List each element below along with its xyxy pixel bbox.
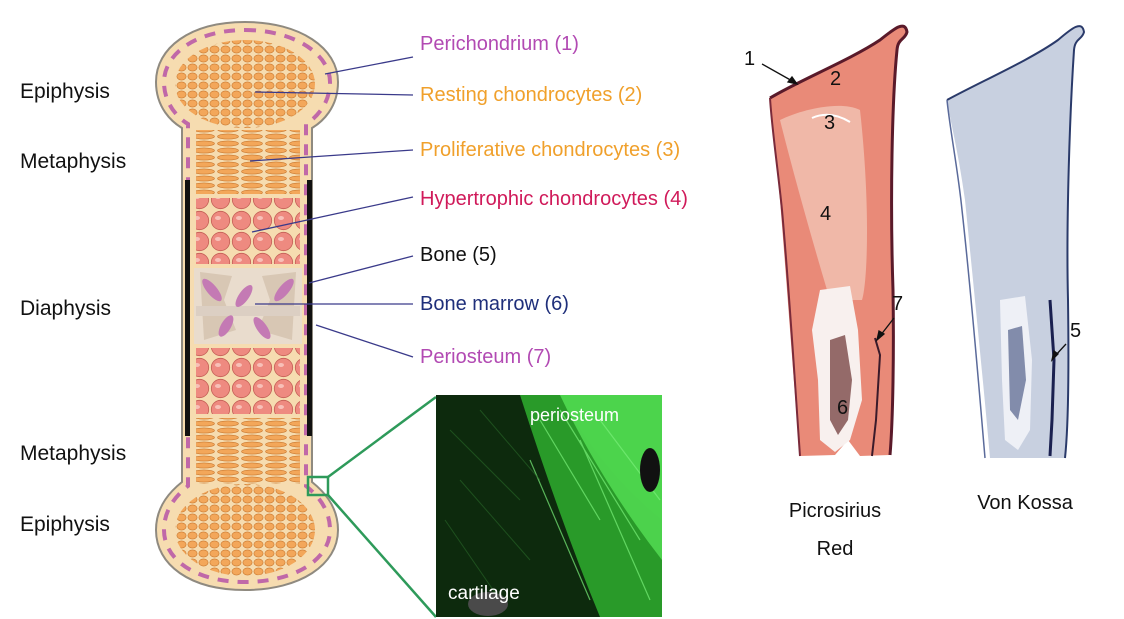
histology-number-5: 5 (1070, 320, 1081, 343)
label-proliferative-chondrocytes: Proliferative chondrocytes (3) (420, 139, 680, 162)
caption-picrosirius-red: Picrosirius Red (770, 492, 900, 568)
histology-number-1: 1 (744, 48, 755, 71)
inset-label-cartilage: cartilage (448, 583, 520, 605)
inset-label-periosteum: periosteum (530, 405, 619, 426)
label-perichondrium: Perichondrium (1) (420, 33, 579, 56)
label-bone: Bone (5) (420, 244, 497, 267)
caption-von-kossa: Von Kossa (960, 492, 1090, 515)
label-resting-chondrocytes: Resting chondrocytes (2) (420, 84, 642, 107)
label-hypertrophic-chondrocytes: Hypertrophic chondrocytes (4) (420, 188, 688, 211)
histology-number-6: 6 (837, 397, 848, 420)
cortical-bone-left (185, 180, 190, 436)
histology-number-3: 3 (824, 112, 835, 135)
label-periosteum: Periosteum (7) (420, 346, 551, 369)
resting-zone-bottom (175, 484, 315, 576)
von-kossa-section (947, 26, 1084, 458)
histology-number-2: 2 (830, 68, 841, 91)
hypertrophic-zone-top (196, 198, 300, 264)
caption-picrosirius-red-text: Picrosirius Red (780, 492, 890, 568)
hypertrophic-zone-bottom (196, 348, 300, 414)
proliferative-zone-top (196, 130, 300, 194)
histology-number-4: 4 (820, 203, 831, 226)
label-bone-marrow: Bone marrow (6) (420, 293, 569, 316)
resting-zone-top (175, 40, 315, 128)
cortical-bone-right (307, 180, 312, 436)
histology-number-7: 7 (892, 293, 903, 316)
proliferative-zone-bottom (196, 418, 300, 484)
